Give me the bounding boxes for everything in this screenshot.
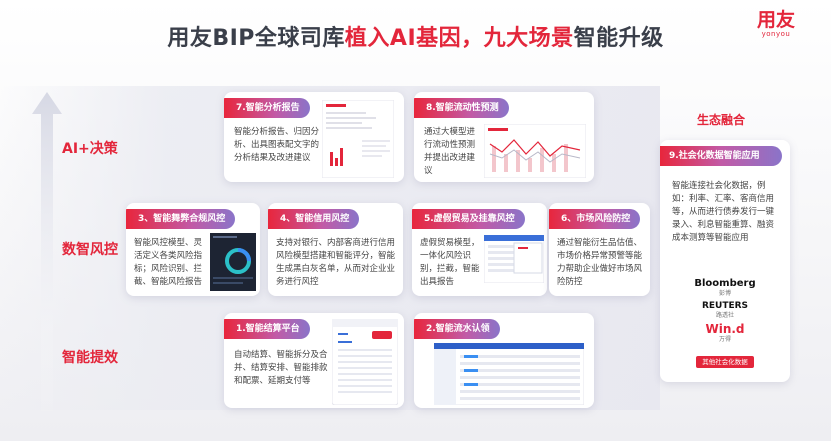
forecast-thumbnail <box>484 124 586 178</box>
settlement-thumbnail <box>332 319 398 405</box>
report-thumbnail <box>322 100 394 178</box>
card-title: 8.智能流动性预测 <box>414 98 509 118</box>
card-social-data-apps[interactable]: 9.社会化数据智能应用 智能连接社会化数据，例如：利率、汇率、客商信用等，从而进… <box>660 140 790 382</box>
card-title: 2.智能流水认领 <box>414 319 500 339</box>
card-fraud-compliance-risk[interactable]: 3、智能舞弊合规风控 智能风控模型、灵活定义各类风险指标；风险识别、拦截、智能风… <box>126 203 260 296</box>
card-market-risk[interactable]: 6、市场风险防控 通过智能衍生品估值、市场价格异常预警等能力帮助企业做好市场风险… <box>549 203 650 296</box>
partner-bloomberg: Bloomberg 彭博 <box>694 278 756 297</box>
card-liquidity-forecast[interactable]: 8.智能流动性预测 通过大模型进行流动性预测并提出改进建议 <box>414 92 594 182</box>
up-arrow-icon <box>32 92 62 422</box>
card-title: 6、市场风险防控 <box>549 209 641 229</box>
card-body: 智能分析报告、归因分析、出具图表配文字的分析结果及改进建议 <box>234 127 320 163</box>
card-smart-statement-claim[interactable]: 2.智能流水认领 <box>414 313 594 408</box>
card-smart-settlement[interactable]: 1.智能结算平台 自动结算、智能拆分及合并、结算安排、智能排款和配票、延期支付等 <box>224 313 404 408</box>
trade-thumbnail <box>484 235 544 283</box>
level-efficiency: 智能提效 <box>62 350 118 366</box>
risk-dashboard-thumbnail <box>210 233 256 291</box>
card-body: 支持对银行、内部客商进行信用风险模型搭建和智能评分，智能生成黑白灰名单，从而对企… <box>276 238 396 287</box>
card-credit-risk[interactable]: 4、智能信用风控 支持对银行、内部客商进行信用风险模型搭建和智能评分，智能生成黑… <box>268 203 403 296</box>
card-body: 自动结算、智能拆分及合并、结算安排、智能排款和配票、延期支付等 <box>234 350 328 386</box>
card-body: 虚假贸易模型，一体化风险识别，拦截，智能出具报告 <box>420 238 480 287</box>
level-ai-decision: AI+决策 <box>62 141 118 157</box>
card-smart-analysis-report[interactable]: 7.智能分析报告 智能分析报告、归因分析、出具图表配文字的分析结果及改进建议 <box>224 92 404 182</box>
card-body: 通过智能衍生品估值、市场价格异常预警等能力帮助企业做好市场风险防控 <box>557 238 643 287</box>
card-title: 5.虚假贸易及挂靠风控 <box>412 209 525 229</box>
other-social-data-badge: 其他社会化数据 <box>696 356 754 368</box>
statement-thumbnail <box>434 343 584 405</box>
card-title: 1.智能结算平台 <box>224 319 310 339</box>
page-title: 用友BIP全球司库植入AI基因，九大场景智能升级 <box>167 26 664 51</box>
yonyou-logo: 用友 yonyou <box>756 9 795 38</box>
card-body: 智能连接社会化数据，例如：利率、汇率、客商信用等，从而进行债券发行一键录入、利息… <box>672 181 775 243</box>
card-body: 通过大模型进行流动性预测并提出改进建议 <box>424 127 476 176</box>
partner-reuters: REUTERS 路透社 <box>701 301 749 319</box>
card-title: 7.智能分析报告 <box>224 98 310 118</box>
partner-wind: Win.d 万得 <box>705 322 745 343</box>
card-fake-trade-risk[interactable]: 5.虚假贸易及挂靠风控 虚假贸易模型，一体化风险识别，拦截，智能出具报告 <box>412 203 547 296</box>
card-title: 9.社会化数据智能应用 <box>660 146 782 166</box>
card-body: 智能风控模型、灵活定义各类风险指标；风险识别、拦截、智能风险报告 <box>134 238 203 287</box>
card-title: 3、智能舞弊合规风控 <box>126 209 236 229</box>
ecosystem-label: 生态融合 <box>697 113 746 127</box>
level-digital-risk: 数智风控 <box>62 242 118 258</box>
card-title: 4、智能信用风控 <box>268 209 360 229</box>
